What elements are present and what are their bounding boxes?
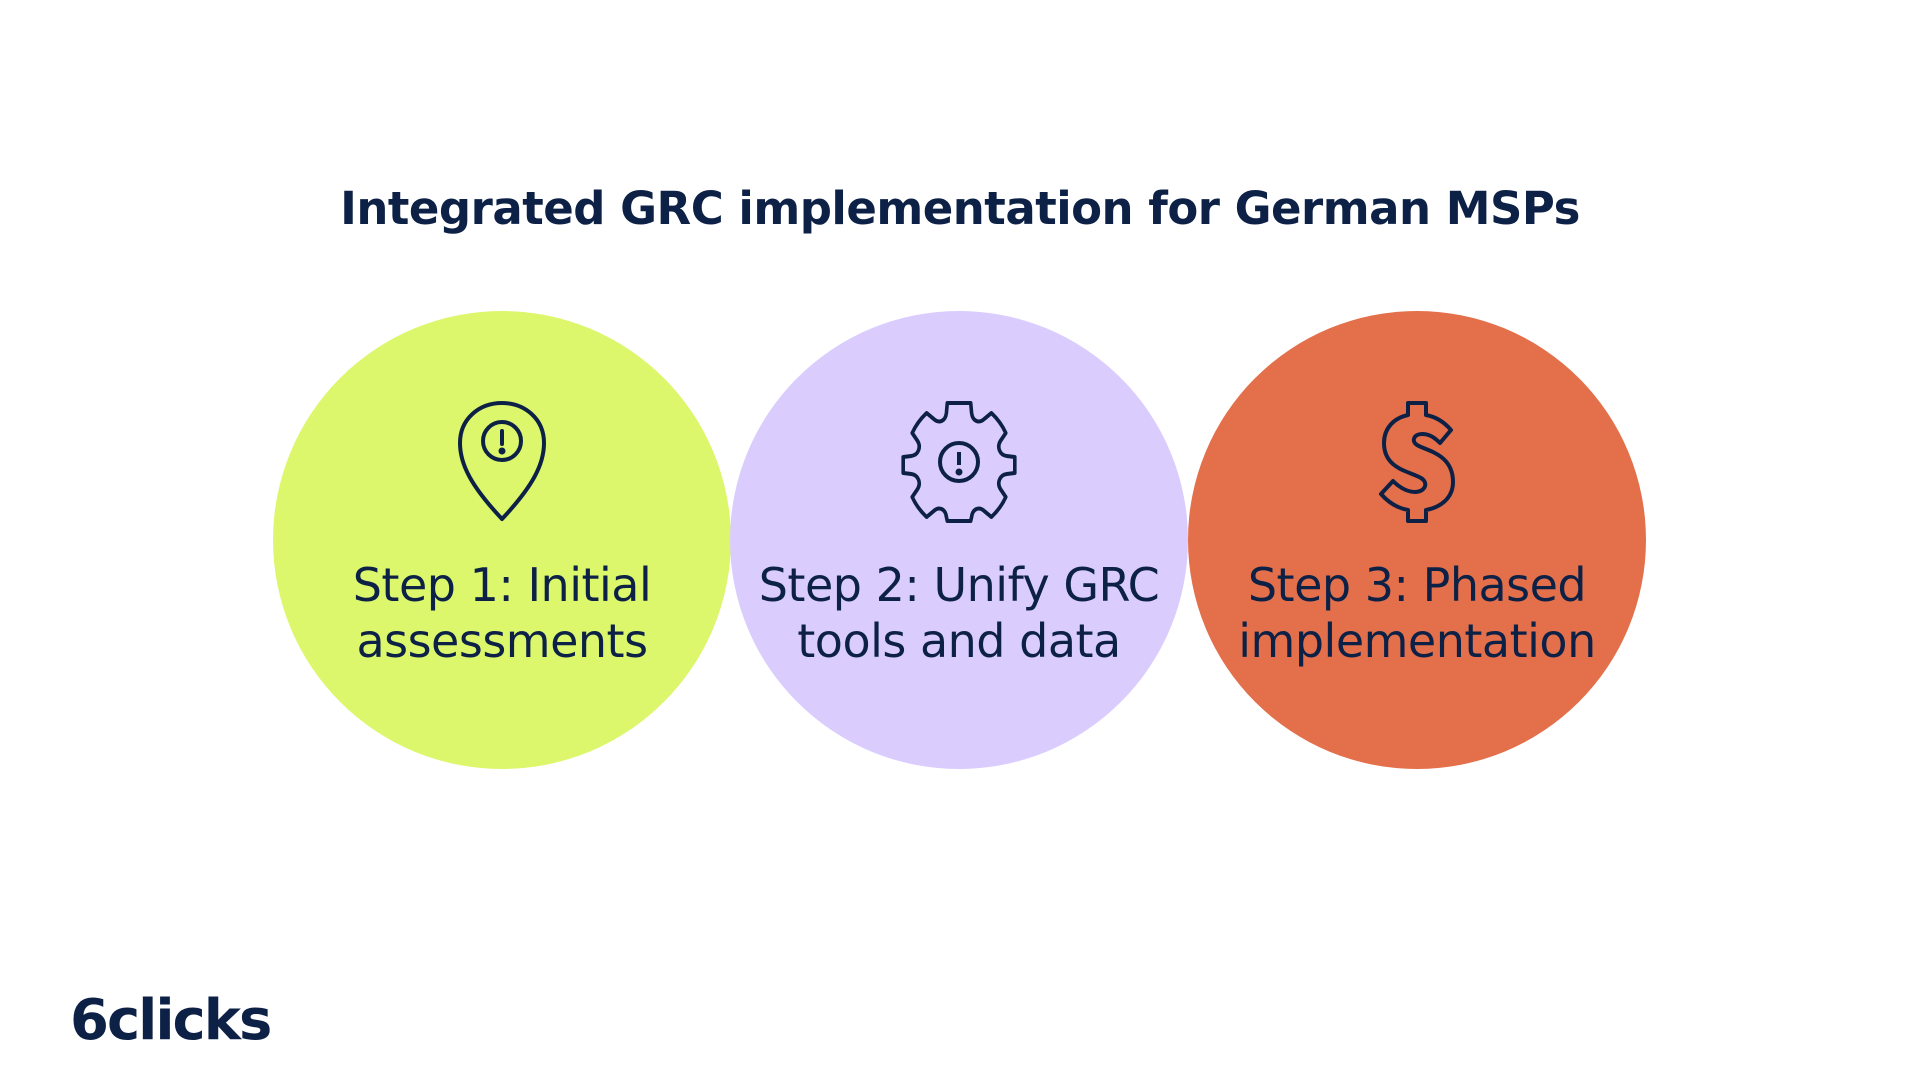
step-3-circle: Step 3: Phased implementation [1188,311,1646,769]
step-1-label-line2: assessments [356,614,648,668]
step-1-circle: Step 1: Initial assessments [273,311,731,769]
step-1-label-line1: Step 1: Initial [352,558,652,612]
step-2-label: Step 2: Unify GRC tools and data [730,557,1188,669]
step-3-label: Step 3: Phased implementation [1188,557,1646,669]
gear-alert-icon [901,401,1017,523]
6clicks-logo: 6clicks [70,988,272,1053]
dollar-icon [1379,401,1455,523]
step-2-label-line1: Step 2: Unify GRC [758,558,1160,612]
page-title: Integrated GRC implementation for German… [340,182,1580,235]
step-2-circle: Step 2: Unify GRC tools and data [730,311,1188,769]
step-3-label-line1: Step 3: Phased [1247,558,1587,612]
map-pin-alert-icon [458,401,546,521]
step-2-label-line2: tools and data [797,614,1121,668]
step-3-label-line2: implementation [1238,614,1596,668]
step-1-label: Step 1: Initial assessments [273,557,731,669]
